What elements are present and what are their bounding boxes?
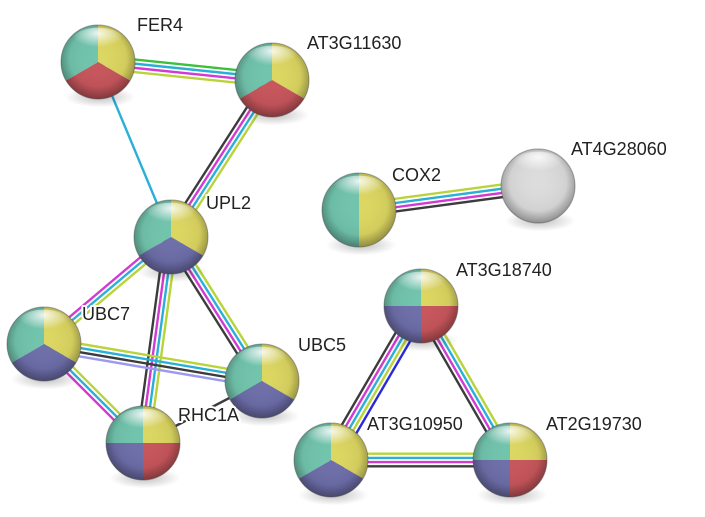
node-outline [234, 42, 310, 118]
node-outline [293, 422, 369, 498]
node-cox2[interactable] [321, 172, 397, 256]
node-at3g18740[interactable] [383, 268, 459, 352]
node-gloss [332, 175, 386, 204]
node-gloss [511, 151, 565, 180]
node-outline [105, 405, 181, 481]
node-gloss [245, 45, 299, 74]
node-gloss [71, 27, 125, 56]
node-label-halo: AT3G18740 [456, 260, 552, 280]
node-outline [472, 422, 548, 498]
node-outline [6, 306, 82, 382]
node-gloss [144, 202, 198, 231]
node-outline [500, 148, 576, 224]
edge-evidence-line [43, 336, 265, 376]
labels-layer: FER4FER4AT3G11630AT3G11630UPL2UPL2COX2CO… [80, 13, 669, 436]
node-label-cox2: COX2 [392, 165, 441, 185]
node-gloss [483, 425, 537, 454]
node-ubc7[interactable] [6, 306, 82, 390]
node-label-rhc1a: RHC1A [178, 405, 239, 425]
node-label-upl2: UPL2 [206, 193, 251, 213]
node-label-halo: AT3G10950 [367, 414, 463, 434]
node-label-halo: AT3G11630 [307, 33, 401, 53]
node-at3g10950[interactable] [293, 422, 369, 506]
node-label-ubc7: UBC7 [82, 304, 130, 324]
node-fer4[interactable] [60, 24, 136, 108]
node-label-at3g11630: AT3G11630 [307, 33, 401, 53]
node-upl2[interactable] [133, 199, 209, 283]
node-label-halo: AT4G28060 [571, 139, 667, 159]
node-label-halo: UBC7 [82, 304, 130, 324]
node-at3g11630[interactable] [234, 42, 310, 126]
node-outline [321, 172, 397, 248]
node-at4g28060[interactable] [500, 148, 576, 232]
nodes-layer [6, 24, 576, 506]
node-gloss [394, 271, 448, 300]
node-outline [60, 24, 136, 100]
node-label-fer4: FER4 [137, 15, 183, 35]
node-ubc5[interactable] [224, 343, 300, 427]
node-outline [383, 268, 459, 344]
node-outline [133, 199, 209, 275]
node-gloss [116, 408, 170, 437]
node-gloss [17, 309, 71, 338]
node-label-ubc5: UBC5 [298, 335, 346, 355]
node-label-at3g18740: AT3G18740 [456, 260, 552, 280]
node-label-halo: FER4 [137, 15, 183, 35]
node-label-halo: AT2G19730 [546, 414, 642, 434]
node-label-at4g28060: AT4G28060 [571, 139, 667, 159]
node-label-at3g10950: AT3G10950 [367, 414, 463, 434]
node-gloss [304, 425, 358, 454]
node-label-halo: COX2 [392, 165, 441, 185]
node-gloss [235, 346, 289, 375]
node-outline [224, 343, 300, 419]
node-label-at2g19730: AT2G19730 [546, 414, 642, 434]
node-at2g19730[interactable] [472, 422, 548, 506]
node-rhc1a[interactable] [105, 405, 181, 489]
edge-evidence-line [41, 349, 263, 389]
node-label-halo: UPL2 [206, 193, 251, 213]
node-label-halo: RHC1A [178, 405, 239, 425]
node-label-halo: UBC5 [298, 335, 346, 355]
